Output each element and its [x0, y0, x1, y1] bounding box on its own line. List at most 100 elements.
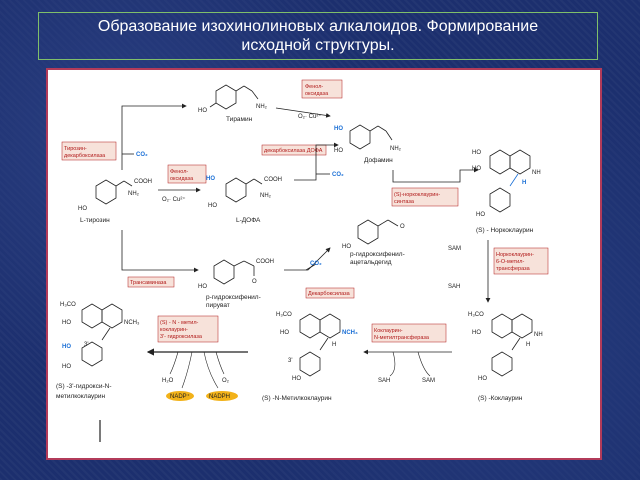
- dopamine-structure: HO HO NH₂ Дофамин: [334, 124, 402, 164]
- hydroxy-nmc-structure: H₃CO HO NCH₃ HO 3' HO (S) -3'-гидрокси-N…: [56, 302, 140, 400]
- label-coclaurine: (S) -Коклаурин: [478, 395, 523, 402]
- hpa-structure: O HO р-гидроксифенил- ацетальдегид: [342, 219, 405, 266]
- svg-text:Декарбоксилаза: Декарбоксилаза: [308, 291, 351, 297]
- enzyme-norcoclaurine-omt: Норкоклаурин- 6-О-метил- трансфераза: [493, 247, 549, 275]
- h2o: H₂O: [162, 378, 174, 384]
- coclaurine-h: H: [526, 342, 530, 348]
- svg-text:синтаза: синтаза: [394, 199, 415, 205]
- enzyme-norcoclaurine-synthase: (S)-норкоклаурин- синтаза: [391, 187, 459, 207]
- nmc-ho: HO: [280, 330, 289, 336]
- svg-text:6-О-метил-: 6-О-метил-: [496, 259, 524, 265]
- norcoclaurine-structure: HO HO NH H HO (S) - Норкоклаурин: [472, 149, 541, 234]
- norcoclaurine-ho-1: HO: [472, 150, 481, 156]
- tyrosine-cooh: COOH: [134, 179, 152, 185]
- coclaurine-nh: NH: [534, 332, 543, 338]
- hpp-o: O: [252, 279, 257, 285]
- svg-text:трансфераза: трансфераза: [496, 266, 531, 272]
- svg-text:декарбоксилаза ДОФА: декарбоксилаза ДОФА: [264, 148, 323, 154]
- svg-text:Трансаминаза: Трансаминаза: [130, 280, 167, 286]
- o2: O₂: [222, 378, 230, 384]
- nadp: NADP⁺: [170, 393, 190, 400]
- norcoclaurine-nh: NH: [532, 170, 541, 176]
- svg-text:(S) - N - метил-: (S) - N - метил-: [160, 320, 199, 326]
- dopamine-nh2: NH₂: [390, 146, 402, 152]
- label-tyramine: Тирамин: [226, 116, 253, 123]
- cofactor-o2cu-b: О₂· Cu²⁺: [162, 196, 186, 203]
- norcoclaurine-ho-3: HO: [476, 212, 485, 218]
- nmethylcoclaurine-structure: H₃CO HO NCH₃ H 3' HO (S) -N-Метилкоклаур…: [262, 312, 358, 402]
- nadph: NADPH: [209, 394, 230, 400]
- hnmc-h3co: H₃CO: [60, 302, 76, 308]
- svg-text:3'- гидроксилаза: 3'- гидроксилаза: [160, 334, 203, 340]
- cofactor-o2cu-a: О₂· Cu²⁺: [298, 113, 322, 120]
- svg-text:коклаурин-: коклаурин-: [160, 327, 188, 333]
- svg-text:оксидаза: оксидаза: [305, 91, 329, 97]
- label-hpa-2: ацетальдегид: [350, 259, 392, 266]
- tyramine-nh2: NH₂: [256, 104, 268, 110]
- coclaurine-ho-2: HO: [478, 376, 487, 382]
- hpp-ho: HO: [198, 284, 207, 290]
- svg-text:N-метилтрансфераза: N-метилтрансфераза: [374, 335, 430, 341]
- enzyme-decarboxylase: Декарбоксилаза: [305, 287, 355, 299]
- dopamine-ho: HO: [334, 148, 343, 154]
- nmc-h3co: H₃CO: [276, 312, 292, 318]
- hnmc-ho: HO: [62, 320, 71, 326]
- norcoclaurine-h: H: [522, 180, 526, 186]
- hpp-cooh: COOH: [256, 259, 274, 265]
- norcoclaurine-ho-2: HO: [472, 166, 481, 172]
- hnmc-3: 3': [84, 342, 88, 348]
- hpp-pyruvate-structure: COOH O HO р-гидроксифенил- пируват: [198, 259, 274, 309]
- tyrosine-structure: COOH NH₂ HO L-тирозин: [78, 179, 152, 224]
- title-line-2: исходной структуры.: [241, 37, 395, 54]
- hpa-ho: HO: [342, 244, 351, 250]
- ldopa-nh2: NH₂: [260, 193, 272, 199]
- enzyme-coclaurine-nmt: Коклаурин- N-метилтрансфераза: [371, 323, 447, 343]
- sam-a: SAM: [448, 246, 461, 252]
- nadp-badge: [166, 391, 194, 401]
- label-hydroxy-2: метилкоклаурин: [56, 393, 105, 400]
- enzyme-hydroxylase: (S) - N - метил- коклаурин- 3'- гидрокси…: [157, 315, 219, 343]
- tyrosine-nh2: NH₂: [128, 191, 140, 197]
- coclaurine-ho: HO: [472, 330, 481, 336]
- svg-text:Фенол-: Фенол-: [170, 169, 188, 175]
- coclaurine-h3co: H₃CO: [468, 312, 484, 318]
- svg-text:(S)-норкоклаурин-: (S)-норкоклаурин-: [394, 192, 440, 198]
- svg-text:Фенол-: Фенол-: [305, 84, 323, 90]
- tyramine-structure: HO NH₂ Тирамин: [198, 84, 268, 123]
- svg-text:оксидаза: оксидаза: [170, 176, 194, 182]
- nmc-ho-2: HO: [292, 376, 301, 382]
- ldopa-structure: COOH NH₂ HO HO L-ДОФА: [206, 176, 282, 224]
- coclaurine-structure: H₃CO HO NH H HO (S) -Коклаурин: [468, 312, 543, 402]
- label-hpp-1: р-гидроксифенил-: [206, 294, 261, 301]
- sah-a: SAH: [448, 284, 460, 290]
- title-line-1: Образование изохинолиновых алкалоидов. Ф…: [97, 18, 539, 35]
- label-hpa-1: р-гидроксифенил-: [350, 251, 405, 258]
- ldopa-ho: HO: [208, 203, 217, 209]
- sam-b: SAM: [422, 378, 435, 384]
- pathway-diagram-panel: HO NH₂ Тирамин Фенол- оксидаза О₂· Cu²⁺ …: [46, 68, 602, 460]
- enzyme-transaminase: Трансаминаза: [127, 276, 175, 288]
- enzyme-dopa-decarboxylase: декарбоксилаза ДОФА: [261, 144, 327, 156]
- label-hpp-2: пируват: [206, 302, 230, 309]
- co2-c: CO₂: [310, 261, 322, 267]
- label-tyrosine: L-тирозин: [80, 217, 110, 224]
- hnmc-nch3: NCH₃: [124, 320, 140, 326]
- hnmc-ho-blue: HO: [62, 344, 71, 350]
- label-ldopa: L-ДОФА: [236, 217, 261, 224]
- ldopa-cooh: COOH: [264, 177, 282, 183]
- co2-a: CO₂: [136, 152, 148, 158]
- label-hydroxy-1: (S) -3'-гидрокси-N-: [56, 383, 112, 390]
- slide-title: Образование изохинолиновых алкалоидов. Ф…: [38, 12, 598, 60]
- pathway-diagram: HO NH₂ Тирамин Фенол- оксидаза О₂· Cu²⁺ …: [56, 79, 549, 442]
- label-norcoclaurine: (S) - Норкоклаурин: [476, 227, 534, 234]
- hpa-o: O: [400, 224, 405, 230]
- label-dopamine: Дофамин: [364, 157, 393, 164]
- svg-text:Тирозин-: Тирозин-: [64, 146, 87, 152]
- enzyme-phenol-oxidase-b: Фенол- оксидаза: [167, 164, 207, 184]
- co2-b: CO₂: [332, 172, 344, 178]
- hnmc-ho-2: HO: [62, 364, 71, 370]
- tyrosine-ho: HO: [78, 206, 87, 212]
- label-nmethylcoclaurine: (S) -N-Метилкоклаурин: [262, 395, 332, 402]
- svg-text:декарбоксилаза: декарбоксилаза: [64, 153, 106, 159]
- enzyme-tyrosine-decarboxylase: Тирозин- декарбоксилаза: [61, 141, 117, 161]
